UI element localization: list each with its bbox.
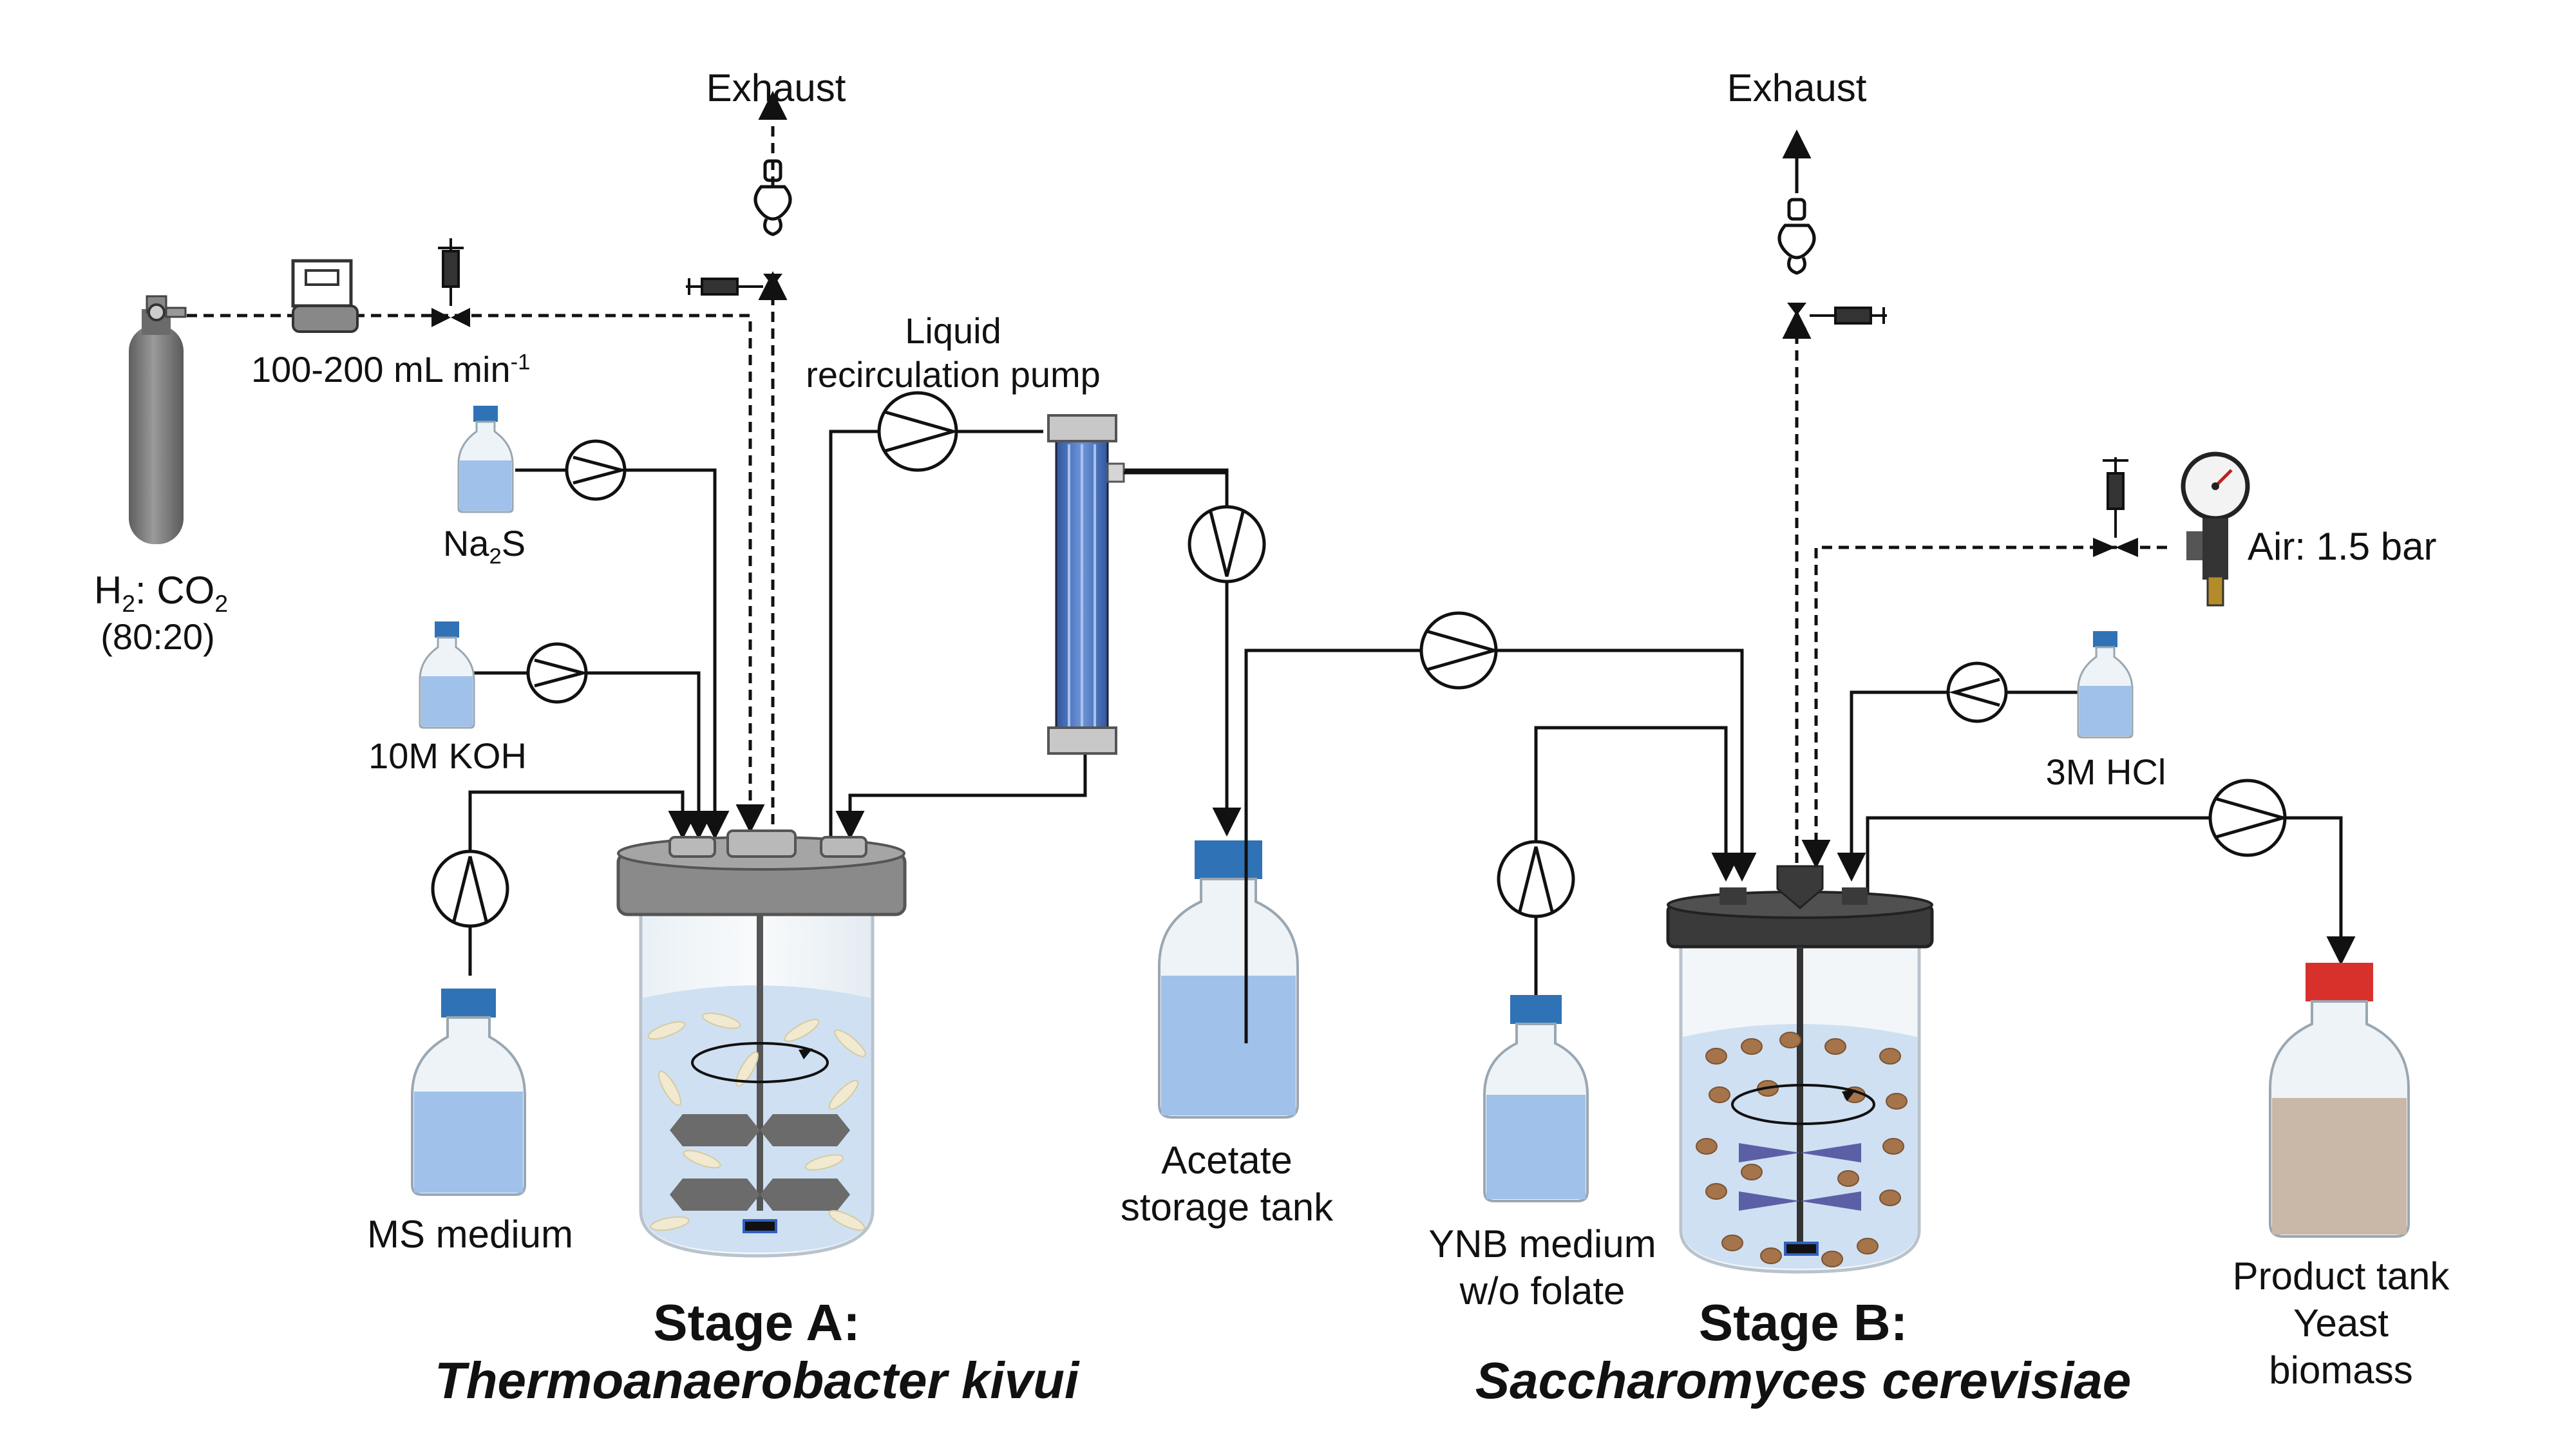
exhaust-label: Exhaust: [1727, 66, 1867, 109]
bottle-icon: [2077, 631, 2134, 739]
pressure-gauge-icon: [2181, 451, 2250, 607]
hcl-label: 3M HCl: [2045, 752, 2166, 792]
koh-label: 10M KOH: [368, 735, 527, 776]
airlock-icon: [1777, 198, 1816, 275]
stage-a-title: Stage A:: [653, 1294, 860, 1351]
exhaust-label: Exhaust: [706, 66, 846, 109]
syringe-icon: [1810, 307, 1887, 325]
peristaltic-pump-icon: [1188, 505, 1266, 583]
bottle-icon: [419, 621, 475, 729]
syringe-icon: [438, 238, 464, 306]
peristaltic-pump-icon: [1946, 661, 2008, 723]
peristaltic-pump-icon: [2208, 779, 2289, 857]
bottle-icon: [457, 406, 514, 513]
membrane-filter-icon: [1047, 414, 1125, 755]
bottle-icon: [1158, 831, 1299, 1119]
valve-icon: [1787, 303, 1806, 328]
stage-a-organism: Thermoanaerobacter kivui: [434, 1352, 1079, 1409]
valve-icon: [2093, 538, 2138, 557]
peristaltic-pump-icon: [431, 849, 509, 928]
stage-b-title: Stage B:: [1698, 1294, 1908, 1351]
peristaltic-pump-icon: [877, 391, 960, 472]
peristaltic-pump-icon: [565, 439, 628, 501]
valve-icon: [763, 274, 782, 299]
peristaltic-pump-icon: [526, 642, 589, 704]
ms-medium-label: MS medium: [366, 1213, 574, 1256]
gas-cylinder-icon: [129, 295, 187, 544]
peristaltic-pump-icon: [1497, 840, 1575, 918]
airlock-icon: [753, 159, 792, 236]
syringe-icon: [2103, 457, 2128, 538]
gas-ratio-label: (80:20): [100, 616, 215, 657]
bioreactor-icon: [1666, 865, 1934, 1274]
bottle-icon: [411, 989, 526, 1196]
na2s-label: Na2S: [442, 523, 526, 569]
syringe-icon: [686, 278, 763, 296]
peristaltic-pump-icon: [1419, 611, 1501, 690]
gas-cylinder-label: H2: CO2: [93, 569, 229, 617]
bottle-icon: [1483, 995, 1589, 1202]
bioreactor-icon: [616, 829, 907, 1258]
bottle-icon: [2269, 963, 2410, 1238]
mass-flow-controller-icon: [291, 259, 359, 333]
gas-lines: [187, 91, 2167, 869]
gas-flow-rate-label: 100-200 mL min-1: [251, 349, 531, 390]
valve-icon: [431, 308, 470, 327]
air-pressure-label: Air: 1.5 bar: [2248, 525, 2437, 568]
stage-b-organism: Saccharomyces cerevisiae: [1475, 1352, 2132, 1409]
